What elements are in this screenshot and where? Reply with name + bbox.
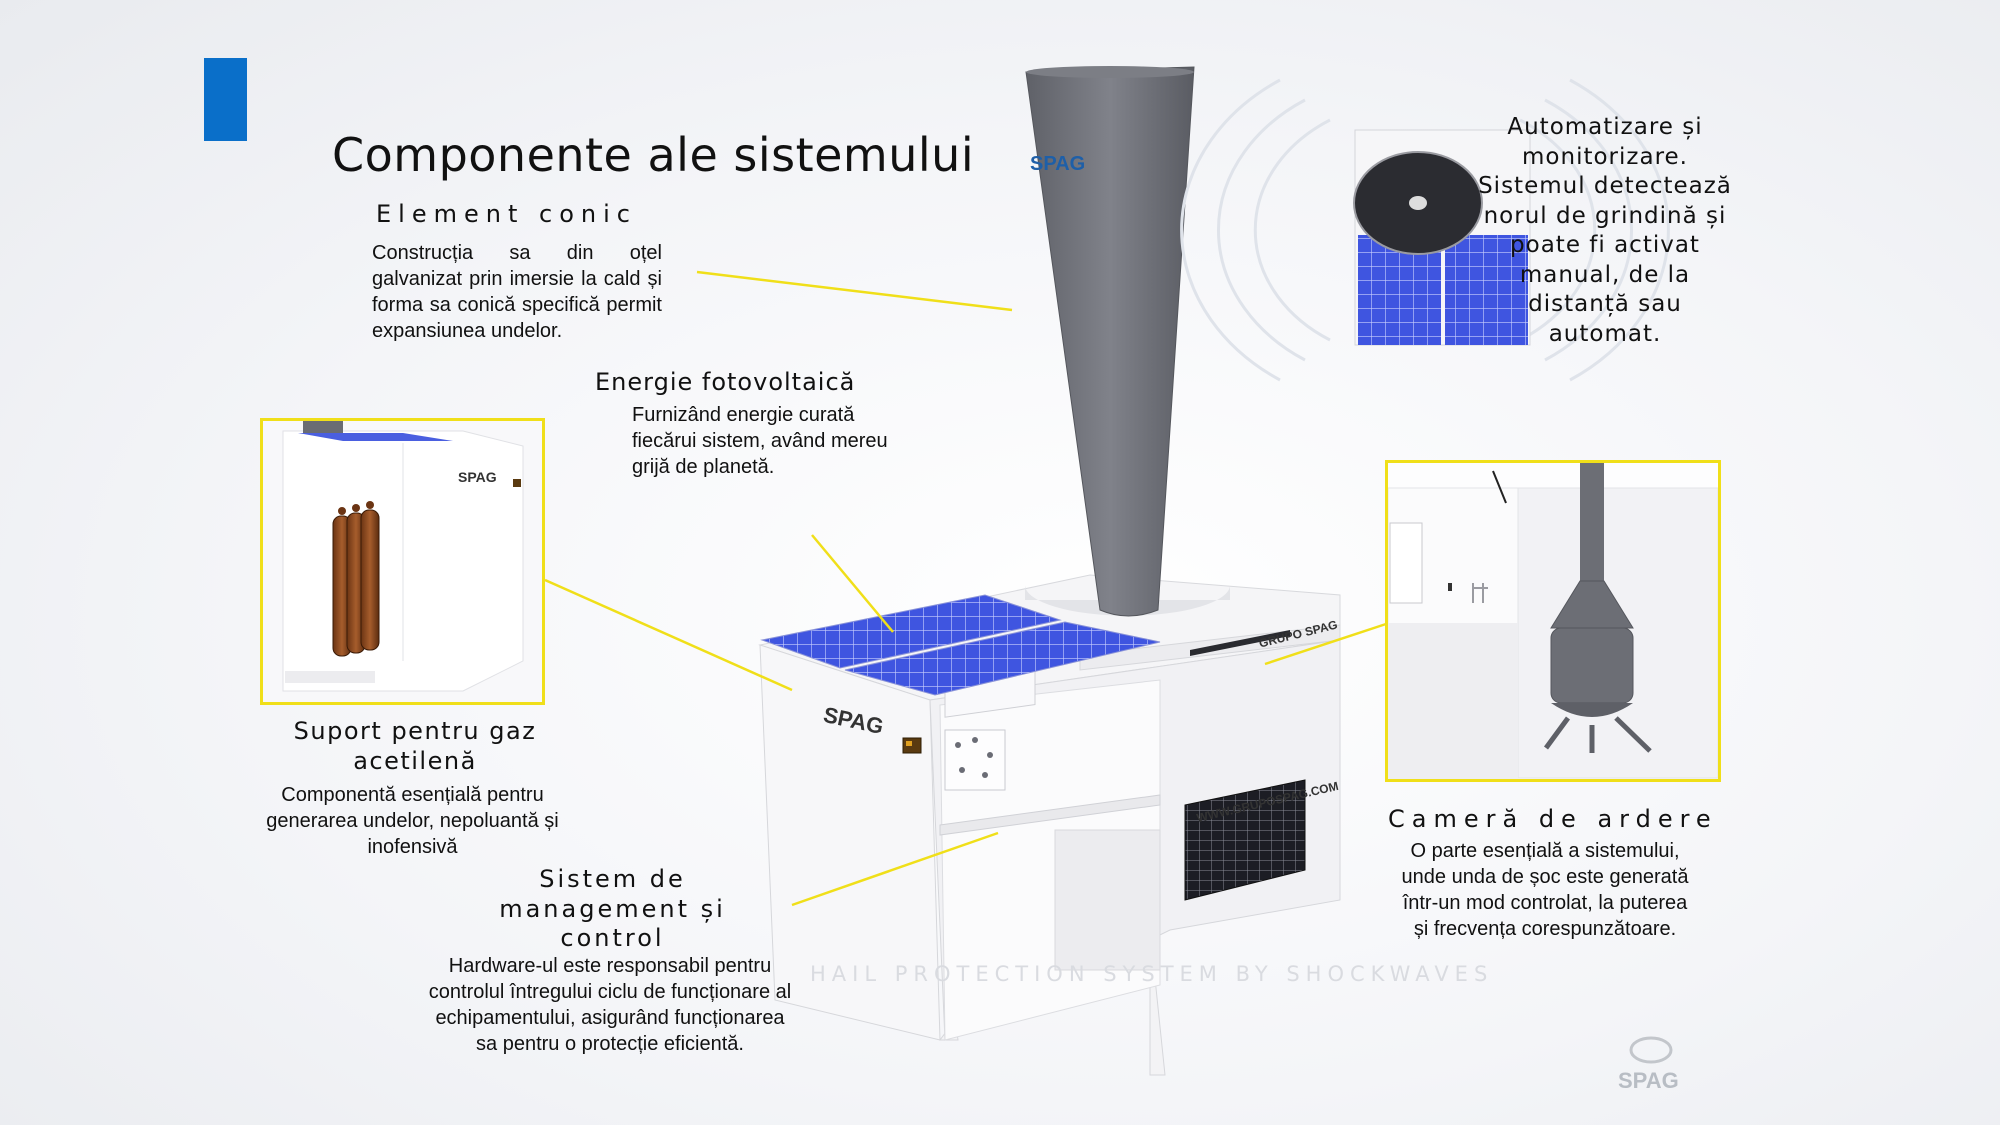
camera-body: O parte esențială a sistemului, unde und…: [1401, 840, 1689, 940]
automatizare-text: Automatizare și monitorizare. Sistemul d…: [1478, 114, 1732, 347]
cone-brand-logo: SPAG: [1030, 153, 1086, 175]
element-conic-heading: Element conic: [376, 200, 637, 228]
camera-heading: Cameră de ardere: [1388, 805, 1718, 833]
gas-frame-logo: SPAG: [458, 469, 497, 485]
page-title: Componente ale sistemului: [332, 128, 975, 182]
accent-bar: [204, 58, 247, 141]
cone-element: [1025, 66, 1230, 617]
gas-support-frame: SPAG: [260, 418, 545, 705]
footer-spag-logo: SPAG: [1618, 1068, 1679, 1093]
sistem-heading: Sistem de management și control: [499, 865, 726, 952]
suport-heading: Suport pentru gaz acetilenă: [293, 717, 537, 775]
energie-heading: Energie fotovoltaică: [595, 368, 856, 396]
watermark-tagline: HAIL PROTECTION SYSTEM BY SHOCKWAVES: [810, 962, 1494, 986]
combustion-chamber-illustration: [1388, 463, 1718, 779]
combustion-chamber-frame: [1385, 460, 1721, 782]
gas-support-illustration: [263, 421, 542, 702]
suport-body: Componentă esențială pentru generarea un…: [266, 784, 559, 858]
solar-panels-top: [760, 594, 1161, 696]
antenna-illustration: [1180, 78, 1670, 382]
callout-lines: [544, 270, 1387, 907]
sistem-body: Hardware-ul este responsabil pentru cont…: [428, 955, 792, 1055]
element-conic-body: Construcția sa din oțel galvanizat prin …: [372, 242, 662, 342]
spag-watermark-logo: [1629, 1036, 1673, 1064]
energie-body: Furnizând energie curată fiecărui sistem…: [632, 404, 888, 478]
